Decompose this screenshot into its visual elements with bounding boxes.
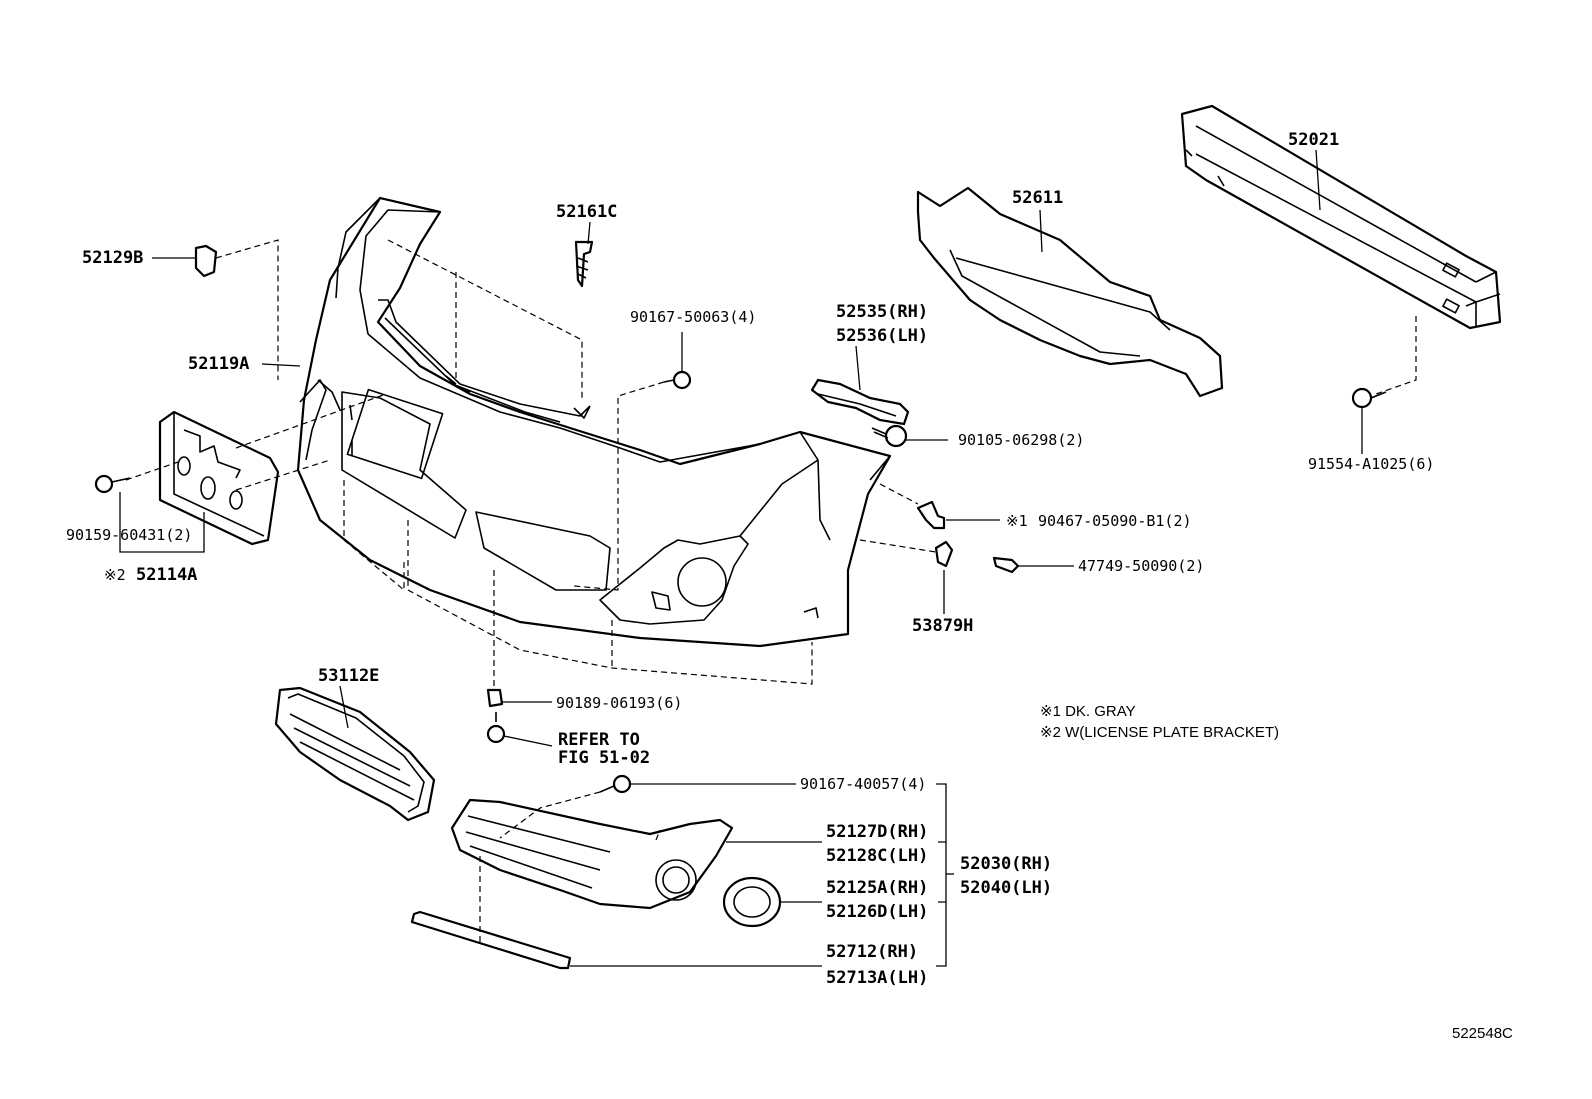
label-52128c: 52128C(LH) [826,846,929,866]
label-90467-05090-b1: 90467-05090-B1(2) [1038,512,1192,530]
label-52129b: 52129B [82,248,144,268]
label-90167-50063: 90167-50063(4) [630,308,757,326]
label-52161c: 52161C [556,202,618,222]
label-52119a: 52119A [188,354,250,374]
assembly-lines [125,239,1417,944]
label-53879h: 53879H [912,616,974,636]
leader-lines [119,149,1363,967]
screw-90159-60431 [94,474,131,494]
clip-52129b [194,244,218,278]
label-52712: 52712(RH) [826,942,919,962]
figure-id: 522548C [1452,1025,1513,1042]
label-refer-to: REFER TO [558,730,640,750]
license-plate-bracket-52114a [158,410,280,546]
clip-90467-05090-b1 [916,500,946,530]
label-52021: 52021 [1288,130,1340,150]
label-52030: 52030(RH) [960,854,1053,874]
bolt-90105-06298 [871,424,908,448]
note-license-plate-bracket: ※2 W(LICENSE PLATE BRACKET) [1040,724,1280,741]
screw-90167-40057 [599,774,632,794]
lower-grille-52127d [450,798,734,910]
label-52611: 52611 [1012,188,1064,208]
bumper-side-bracket-52535 [810,378,910,426]
label-52114a: 52114A [136,565,198,585]
label-47749-50090: 47749-50090(2) [1078,557,1205,575]
label-52535: 52535(RH) [836,302,929,322]
grille-53112e [274,686,436,822]
bumper-cover-52119a [296,196,892,648]
moulding-strip-52712 [410,910,572,970]
energy-absorber-52611 [916,186,1224,398]
clip-52161c [574,240,594,288]
label-53112e: 53112E [318,666,380,686]
label-52713a: 52713A(LH) [826,968,929,988]
label-52536: 52536(LH) [836,326,929,346]
bolt-90167-50063 [663,370,692,390]
label-fig-51-02: FIG 51-02 [558,748,651,768]
bolt-91554-a1025 [1351,387,1387,409]
note-mark-1: ※1 [1006,512,1028,530]
label-90189-06193: 90189-06193(6) [556,694,683,712]
nut-90189-06193 [486,688,506,744]
label-90167-40057: 90167-40057(4) [800,775,927,793]
label-52040: 52040(LH) [960,878,1053,898]
note-dk-gray: ※1 DK. GRAY [1040,703,1136,720]
nut-53879h [934,540,954,568]
label-52126d: 52126D(LH) [826,902,929,922]
label-91554-a1025: 91554-A1025(6) [1308,455,1435,473]
bumper-reinforcement-52021 [1180,104,1502,330]
label-90159-60431: 90159-60431(2) [66,526,193,544]
screw-47749-50090 [992,556,1020,574]
label-52125a: 52125A(RH) [826,878,929,898]
note-mark-2: ※2 [104,566,126,584]
label-52127d: 52127D(RH) [826,822,929,842]
label-90105-06298: 90105-06298(2) [958,431,1085,449]
fog-lamp-cover-52125a [722,876,782,928]
